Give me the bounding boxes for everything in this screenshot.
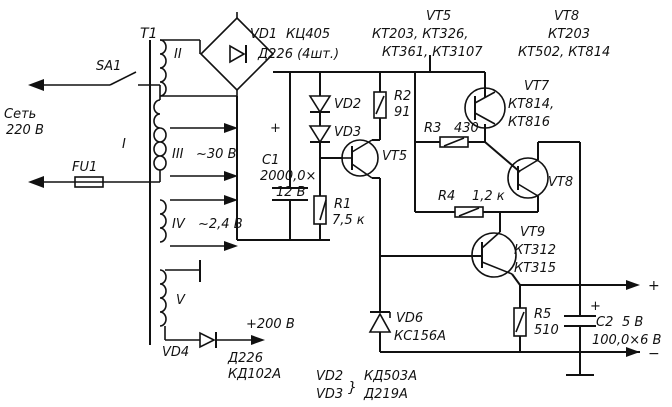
label-vt8-types-2: КТ502, КТ814	[518, 45, 610, 60]
label-r1: R1	[334, 197, 351, 212]
label-vd3: VD3	[334, 125, 361, 140]
label-r2-value: 91	[394, 105, 411, 120]
label-r1-value: 7,5 к	[332, 213, 365, 228]
label-d226: Д226	[227, 351, 263, 366]
transistor-vt9	[380, 231, 521, 286]
bridge-vd1	[180, 12, 275, 97]
labels: T1 SA1 Сеть 220 В FU1 I II III ~30 В IV …	[4, 9, 662, 402]
label-fu1: FU1	[72, 160, 97, 175]
label-c1: C1	[262, 153, 279, 168]
label-r4: R4	[438, 189, 455, 204]
label-r5: R5	[534, 307, 551, 322]
secondary-winding-v	[159, 260, 201, 341]
label-vt7-types-2: КТ816	[508, 115, 550, 130]
label-kc156a: КС156А	[394, 329, 446, 344]
label-plus-c1: +	[270, 121, 281, 136]
resistor-r2	[373, 72, 387, 140]
label-winding-iv-voltage: ~2,4 В	[198, 217, 243, 232]
capacitor-c2	[564, 285, 596, 376]
label-sa1: SA1	[96, 59, 121, 74]
resistor-r3	[415, 136, 521, 173]
resistor-r4	[415, 206, 538, 232]
label-r3: R3	[424, 121, 441, 136]
mains-arrow-bottom	[28, 176, 130, 188]
label-net1: Сеть	[4, 107, 36, 122]
label-vt5-symbol: VT5	[382, 149, 407, 164]
label-winding-iv: IV	[172, 217, 186, 232]
secondary-winding-iv	[159, 195, 238, 251]
label-c1-voltage: 12 В	[276, 185, 306, 200]
label-winding-iii-voltage: ~30 В	[196, 147, 237, 162]
label-vt7: VT7	[524, 79, 550, 94]
label-winding-ii: II	[174, 47, 182, 62]
label-vt8-types-1: КТ203	[548, 27, 590, 42]
label-kc405: КЦ405	[286, 27, 330, 42]
output-negative	[580, 347, 640, 357]
label-r2: R2	[394, 89, 411, 104]
secondary-winding-ii	[159, 39, 200, 97]
label-winding-i: I	[122, 137, 126, 152]
label-vt9-types-1: КТ312	[514, 243, 556, 258]
secondary-winding-iii	[159, 123, 238, 181]
resistor-r5	[513, 285, 527, 352]
label-vt9-types-2: КТ315	[514, 261, 556, 276]
label-c1-value: 2000,0×	[260, 169, 316, 184]
label-vt9: VT9	[520, 225, 545, 240]
label-winding-v: V	[176, 293, 186, 308]
label-brace: }	[348, 380, 357, 396]
label-vt8: VT8	[554, 9, 579, 24]
transistor-vt8	[507, 141, 581, 285]
zener-vd6	[368, 256, 392, 352]
label-plus-200: +200 В	[246, 317, 295, 332]
diode-vd4	[199, 331, 265, 349]
switch-sa1	[109, 71, 161, 100]
primary-winding-i	[153, 99, 161, 171]
label-d219a: Д219А	[363, 387, 408, 402]
label-d226x4: Д226 (4шт.)	[257, 47, 339, 62]
label-kd102a: КД102А	[228, 367, 281, 382]
label-vt8-symbol: VT8	[548, 175, 573, 190]
label-c2-value: 100,0×6 В	[592, 333, 662, 348]
label-net2: 220 В	[6, 123, 44, 138]
label-vd1: VD1	[250, 27, 277, 42]
label-vd4: VD4	[162, 345, 189, 360]
label-r3-value: 430	[454, 121, 479, 136]
label-vd3-bottom: VD3	[316, 387, 343, 402]
label-r4-value: 1,2 к	[472, 189, 505, 204]
label-vd2: VD2	[334, 97, 361, 112]
label-vt5-types-1: КТ203, КТ326,	[372, 27, 468, 42]
label-t1: T1	[140, 26, 157, 42]
label-output-plus: +	[648, 278, 660, 294]
label-kd503a: КД503А	[364, 369, 417, 384]
label-c2-voltage: 5 В	[622, 315, 643, 330]
label-c2: C2	[596, 315, 613, 330]
fuse-fu1	[74, 170, 161, 188]
label-plus-c2: +	[590, 299, 601, 314]
label-r5-value: 510	[534, 323, 559, 338]
diodes-vd2-vd3	[308, 72, 343, 159]
transistor-vt5	[341, 139, 381, 256]
label-output-minus: −	[648, 346, 660, 362]
output-positive	[520, 280, 640, 290]
resistor-r1	[313, 158, 327, 240]
capacitor-c1	[272, 72, 308, 240]
label-vt5-types-2: КТ361, КТ3107	[382, 45, 483, 60]
label-vd6: VD6	[396, 311, 423, 326]
mains-arrow-top	[28, 79, 110, 91]
label-vd2-bottom: VD2	[316, 369, 343, 384]
label-winding-iii: III	[172, 147, 184, 162]
label-vt5: VT5	[426, 9, 451, 24]
label-vt7-types-1: КТ814,	[508, 97, 554, 112]
